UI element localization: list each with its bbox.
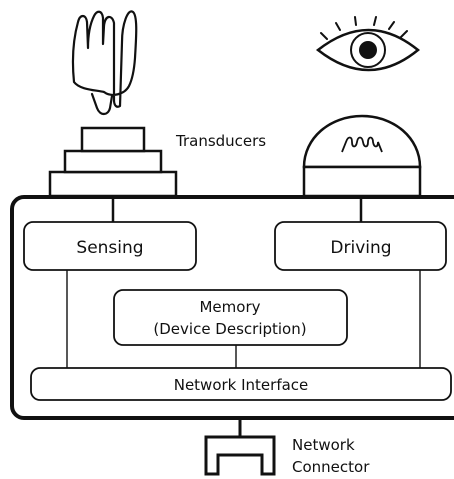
driving-label: Driving [330, 238, 391, 258]
driving-box [274, 221, 447, 271]
sensor-transducer [48, 126, 178, 198]
network-connector-label-line1: Network [292, 436, 355, 454]
eye-icon [315, 16, 420, 72]
device-description-label: (Device Description) [153, 320, 306, 338]
network-connector-icon [204, 435, 276, 476]
network-interface-label: Network Interface [174, 376, 309, 394]
sensing-box [23, 221, 197, 271]
network-connector-label-line2: Connector [292, 458, 370, 476]
memory-label: Memory [199, 298, 260, 316]
module-box [10, 195, 454, 420]
transducers-label: Transducers [175, 132, 266, 150]
hand-icon [71, 10, 138, 116]
actuator-transducer [302, 114, 422, 198]
network-interface-box [30, 367, 452, 401]
coil-icon [341, 136, 383, 153]
memory-box [113, 289, 348, 346]
sensing-label: Sensing [76, 238, 143, 258]
